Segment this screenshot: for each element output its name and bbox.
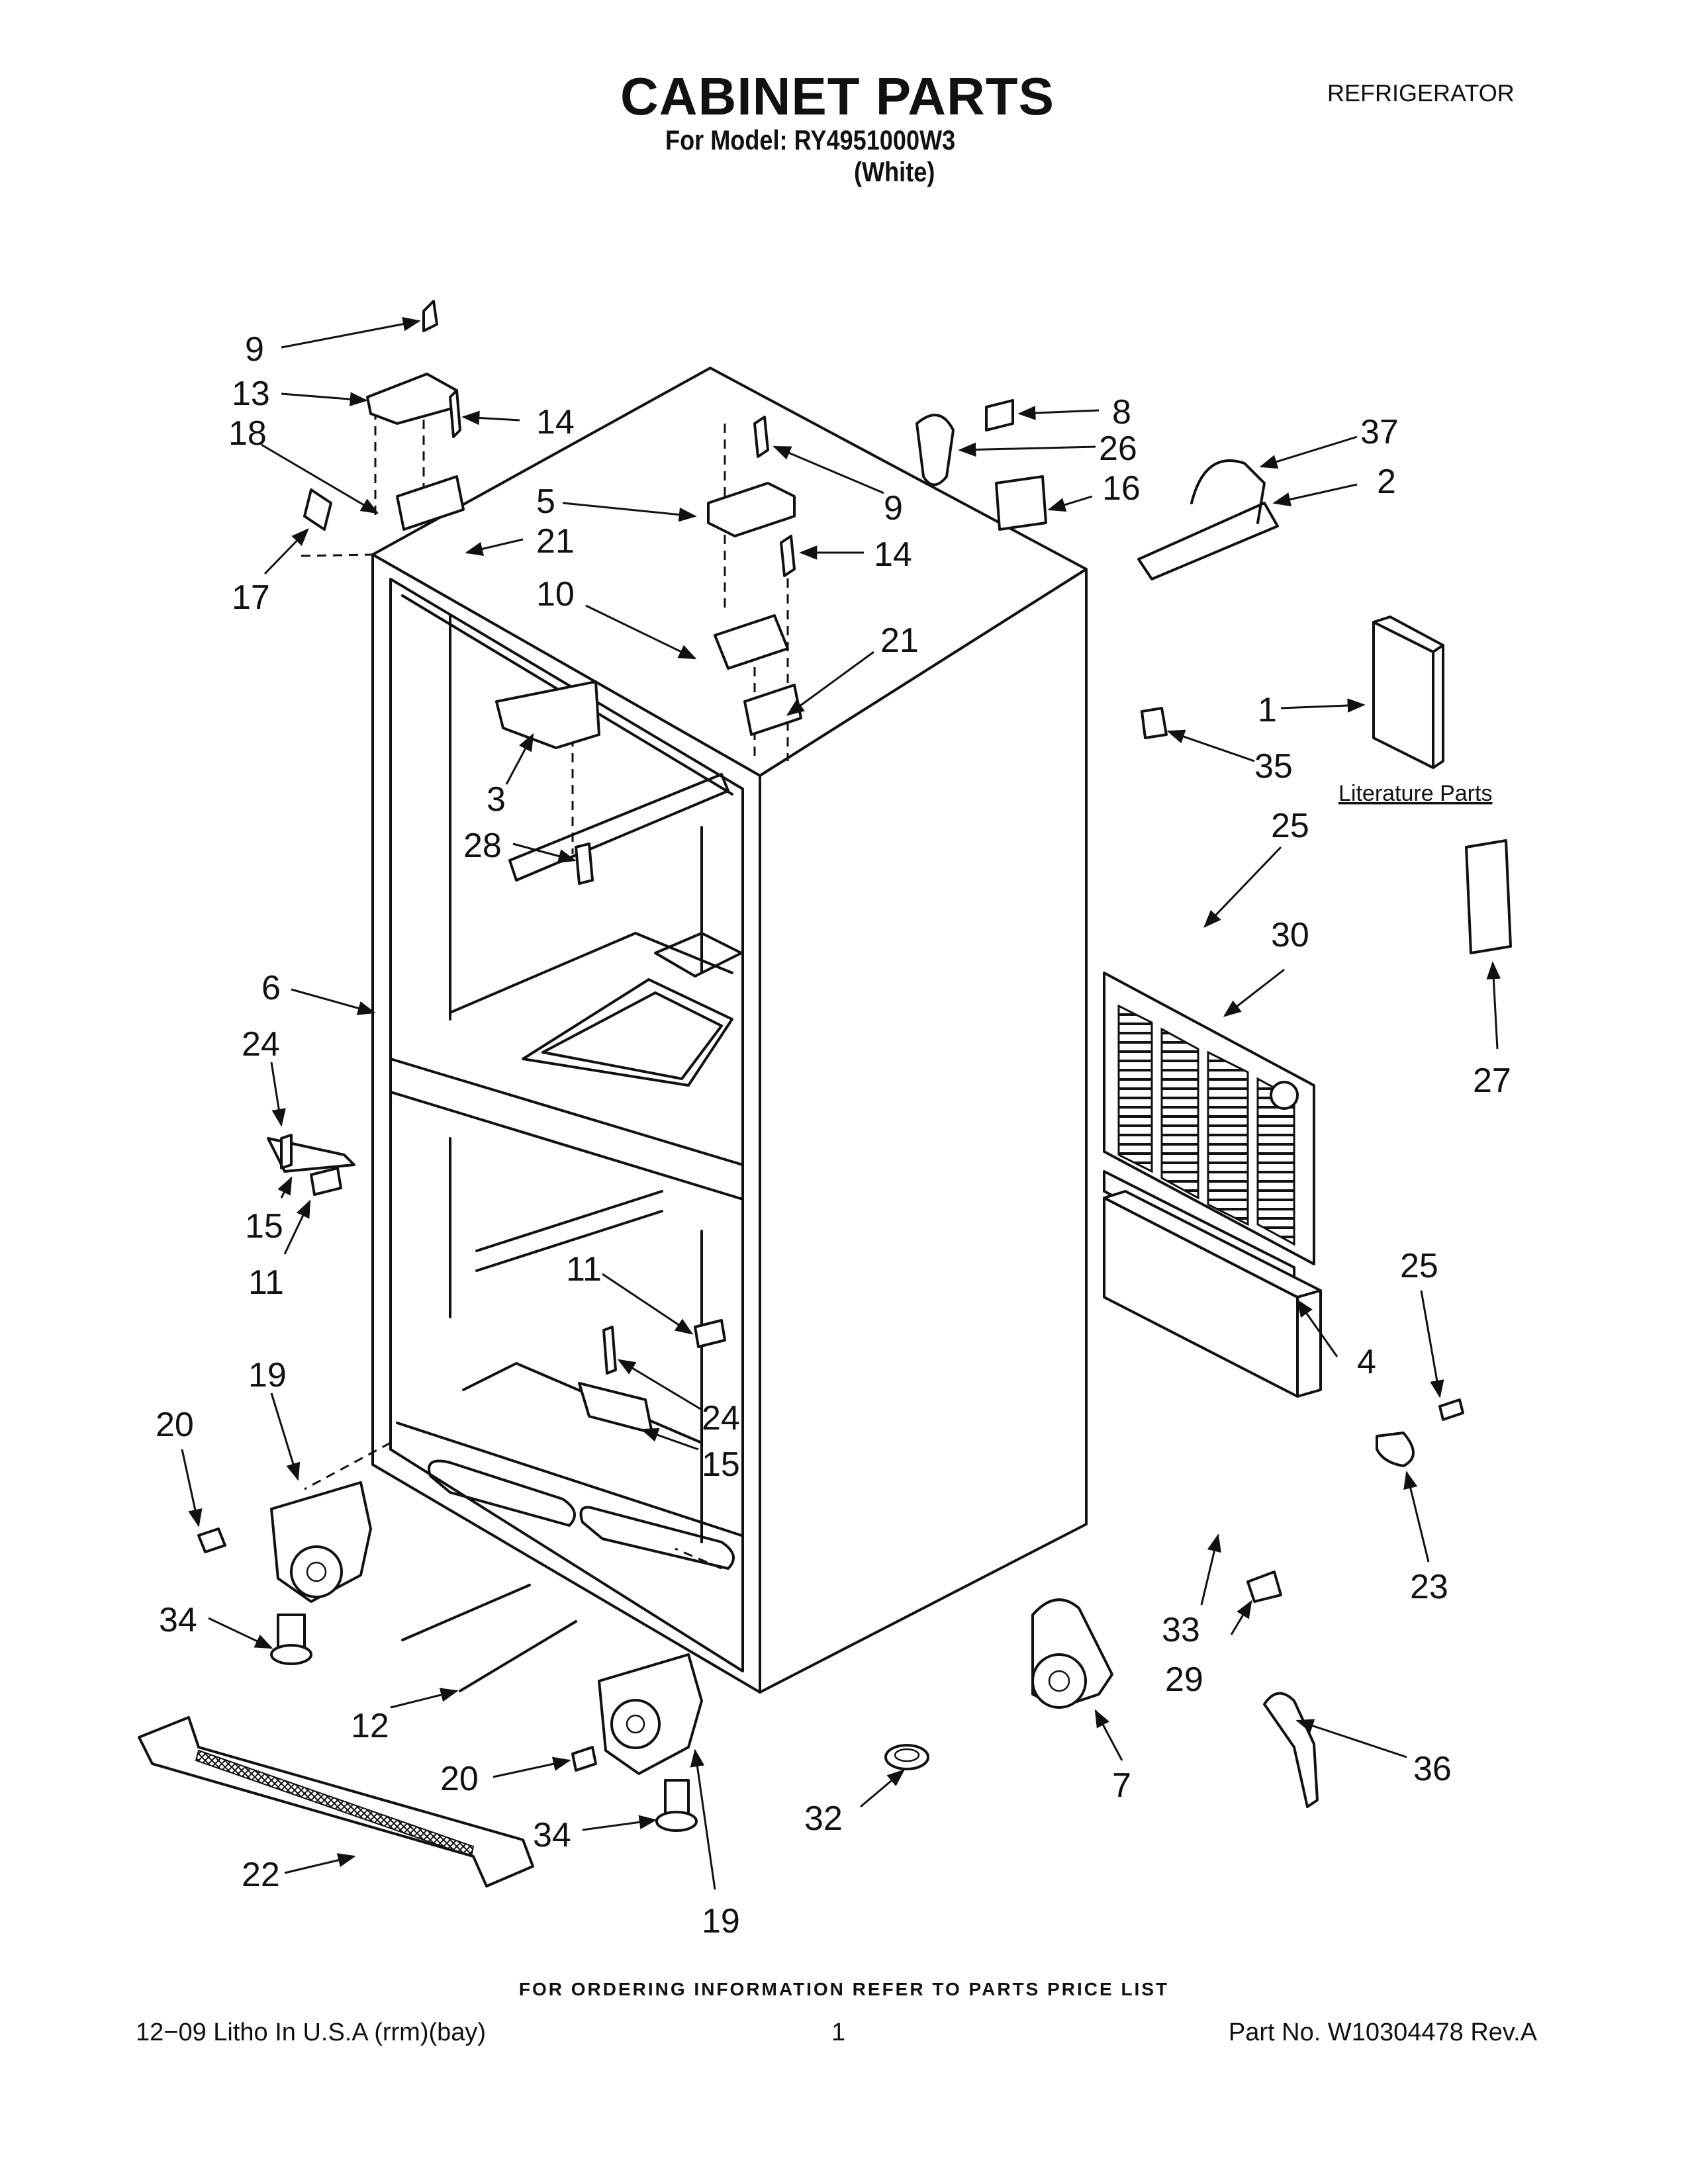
- clamp-23: [1376, 1432, 1415, 1467]
- callout-19: 19: [702, 1902, 740, 1940]
- callout-18: 18: [228, 414, 267, 453]
- strip-27: [1465, 839, 1512, 954]
- callout-34: 34: [533, 1816, 571, 1854]
- callout-30: 30: [1271, 916, 1309, 954]
- page-number: 1: [831, 2019, 846, 2046]
- toe-grille-22: [138, 1716, 534, 1888]
- light-housing: [495, 680, 600, 749]
- callout-20: 20: [440, 1760, 479, 1798]
- callout-5: 5: [536, 482, 555, 521]
- left-middle-hinge: [267, 1134, 355, 1196]
- callout-36: 36: [1413, 1750, 1452, 1788]
- callout-4: 4: [1357, 1343, 1376, 1381]
- callout-21: 21: [880, 621, 919, 660]
- callout-25: 25: [1271, 807, 1309, 845]
- callout-2: 2: [1377, 463, 1396, 501]
- callout-14: 14: [874, 535, 912, 574]
- clip-35: [1141, 707, 1168, 739]
- bracket-26: [915, 414, 955, 486]
- rod-12a: [401, 1584, 531, 1641]
- callout-8: 8: [1112, 393, 1131, 432]
- callout-10: 10: [536, 575, 575, 614]
- color-line: (White): [854, 156, 935, 187]
- right-middle-hinge: [578, 1319, 726, 1434]
- leader-lines: [181, 316, 1501, 1890]
- callout-34: 34: [159, 1601, 197, 1639]
- callout-14: 14: [536, 403, 575, 441]
- callout-35: 35: [1254, 747, 1293, 786]
- callout-28: 28: [463, 827, 502, 865]
- screw-25b: [1438, 1398, 1464, 1421]
- roller-assembly-left: [197, 1481, 372, 1665]
- wire-37: [1190, 459, 1266, 524]
- literature-label: Literature Parts: [1338, 781, 1492, 806]
- screw-28: [575, 842, 594, 885]
- callout-21: 21: [536, 522, 575, 561]
- callout-11: 11: [566, 1250, 602, 1289]
- callout-32: 32: [804, 1799, 843, 1838]
- callout-24: 24: [702, 1399, 740, 1437]
- part-number: Part No. W10304478 Rev.A: [1228, 2019, 1537, 2046]
- callout-1: 1: [1258, 691, 1277, 729]
- rod-12b: [459, 1620, 577, 1692]
- callout-29: 29: [1165, 1661, 1203, 1699]
- callout-9: 9: [884, 489, 903, 527]
- callouts: 9 13 14 18 17 21 5 9 14 10 21 8 26 16 37…: [156, 330, 1511, 1940]
- plug-32: [884, 1744, 929, 1770]
- cabinet-body: [371, 367, 1088, 1694]
- callout-22: 22: [242, 1856, 280, 1894]
- ordering-info: FOR ORDERING INFORMATION REFER TO PARTS …: [518, 1979, 1170, 1999]
- callout-15: 15: [702, 1445, 740, 1484]
- callout-11: 11: [248, 1263, 284, 1302]
- cabinet-front: [371, 553, 761, 1694]
- clip-29: [1246, 1570, 1282, 1603]
- callout-13: 13: [232, 375, 270, 413]
- callout-20: 20: [156, 1406, 194, 1444]
- screw-8: [985, 399, 1014, 432]
- top-left-hinge: [303, 300, 465, 531]
- callout-19: 19: [248, 1356, 287, 1394]
- callout-27: 27: [1473, 1062, 1511, 1100]
- tool-36: [1263, 1692, 1319, 1808]
- callout-17: 17: [232, 578, 270, 617]
- roller-assembly-right: [571, 1653, 703, 1832]
- callout-15: 15: [245, 1207, 283, 1246]
- callout-33: 33: [1162, 1611, 1200, 1649]
- callout-7: 7: [1112, 1766, 1131, 1805]
- model-line: For Model: RY4951000W3: [665, 124, 956, 156]
- top-right-hinge: [707, 416, 802, 736]
- callout-3: 3: [487, 780, 506, 819]
- roller-7: [1031, 1598, 1113, 1709]
- page-title: CABINET PARTS: [0, 66, 1688, 127]
- litho-info: 12−09 Litho In U.S.A (rrm)(bay): [136, 2019, 487, 2046]
- callout-12: 12: [351, 1707, 389, 1745]
- callout-24: 24: [242, 1025, 280, 1064]
- access-panel-30: [1103, 972, 1315, 1265]
- callout-9: 9: [245, 330, 264, 369]
- callout-26: 26: [1099, 430, 1137, 468]
- tube-2: [1137, 502, 1279, 580]
- clip-16: [995, 475, 1047, 531]
- callout-37: 37: [1360, 413, 1399, 451]
- callout-25: 25: [1400, 1247, 1438, 1285]
- title-text: CABINET PARTS: [620, 67, 1055, 126]
- callout-23: 23: [1410, 1568, 1448, 1606]
- category-label: REFRIGERATOR: [1327, 79, 1515, 107]
- callout-16: 16: [1102, 469, 1141, 508]
- callout-6: 6: [261, 969, 281, 1007]
